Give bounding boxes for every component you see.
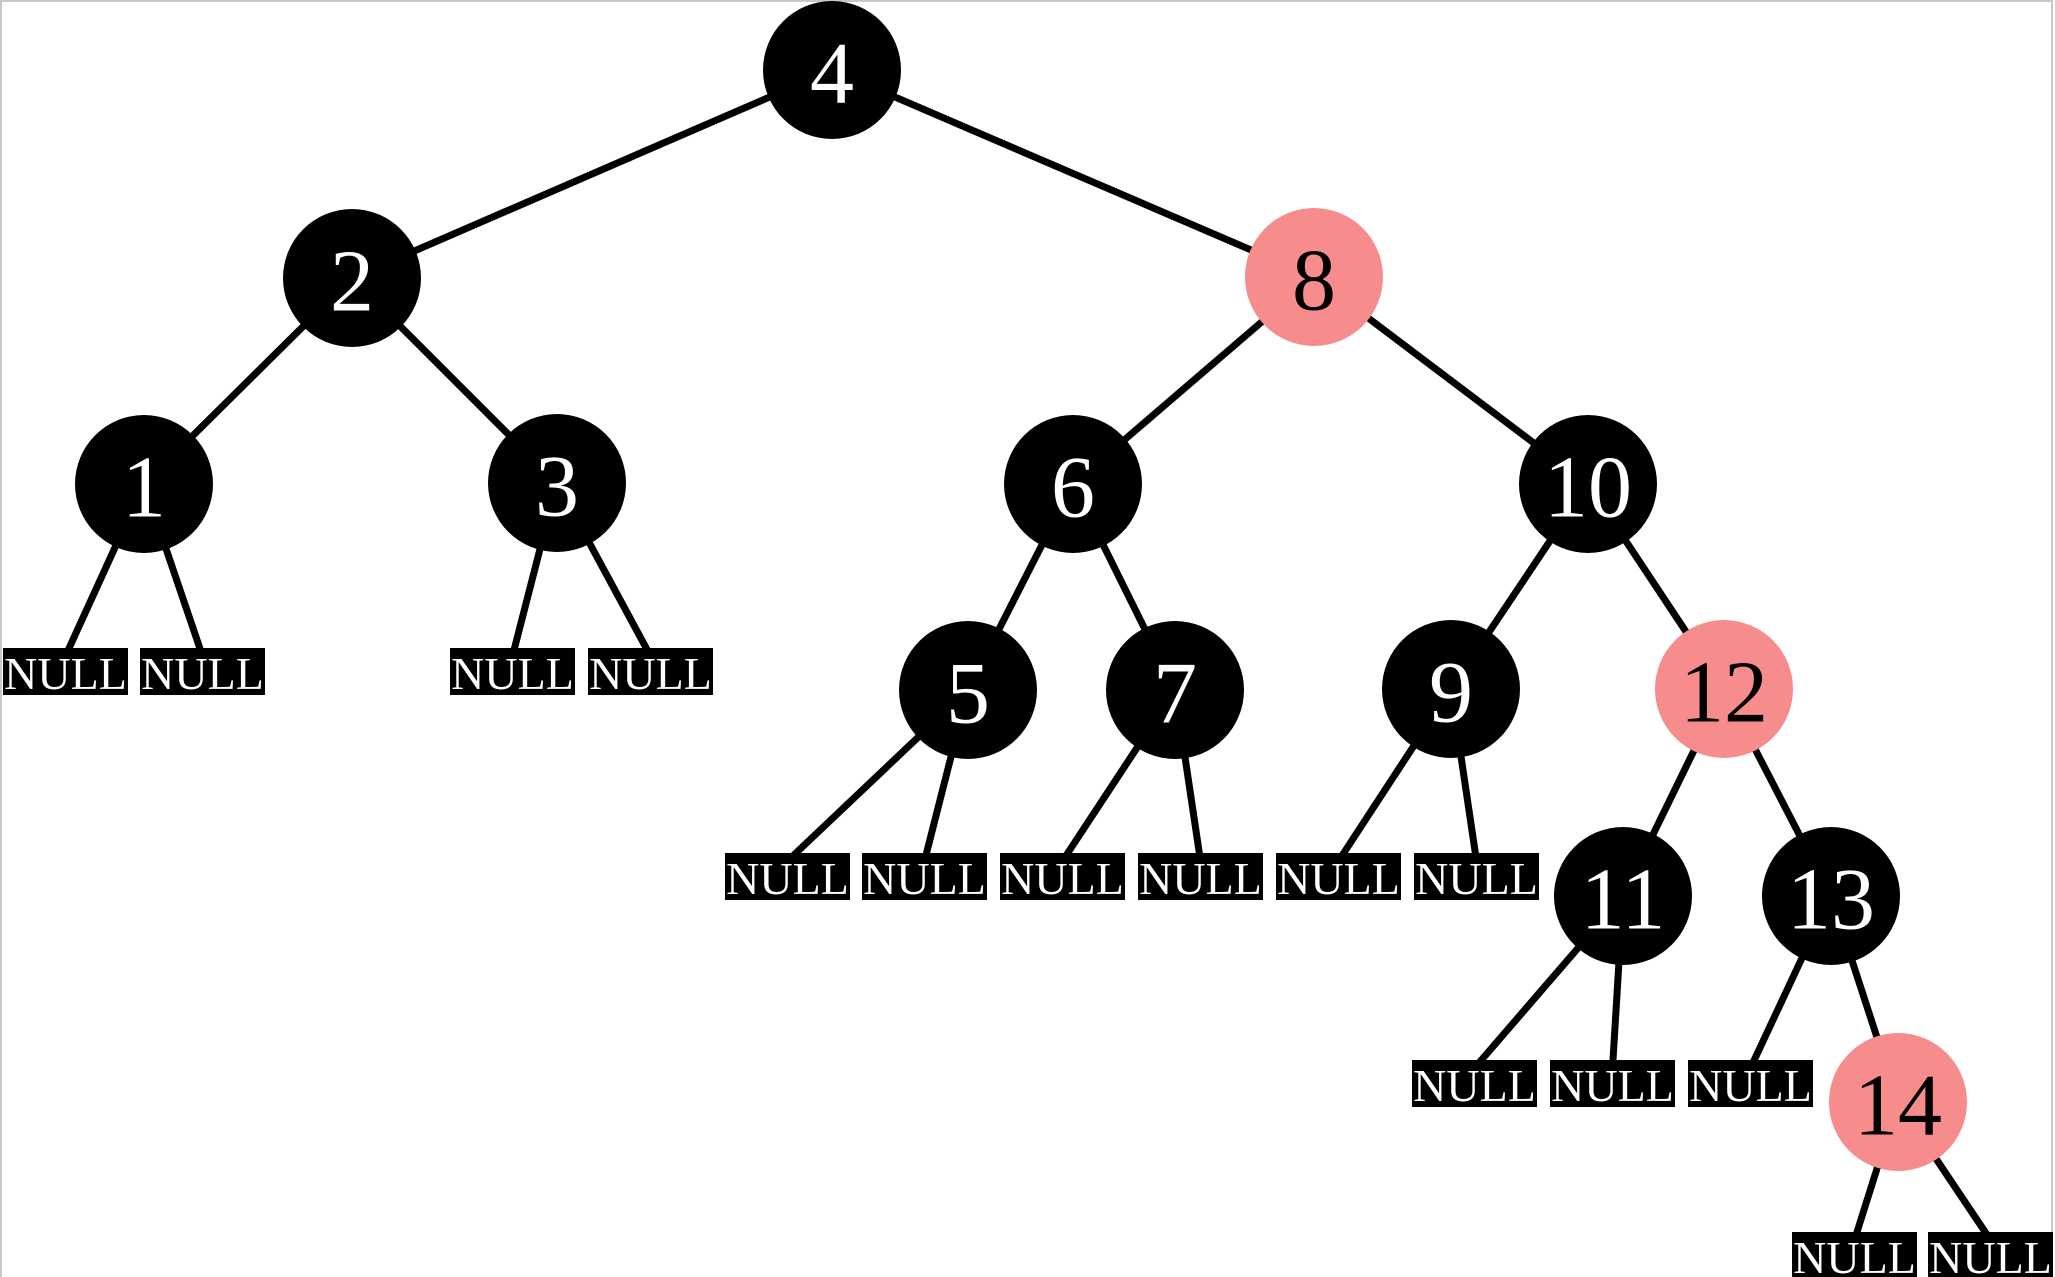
null-leaf-box [1928, 1232, 2053, 1277]
tree-edge-4-2 [350, 66, 834, 282]
null-leaf-label: NULL [1793, 1232, 1916, 1277]
null-leaf-box [1138, 853, 1263, 900]
null-leaf-box [1792, 1232, 1917, 1277]
null-leaf-label: NULL [1415, 853, 1538, 904]
tree-node-label-5: 5 [946, 646, 990, 743]
tree-node-label-12: 12 [1680, 645, 1768, 742]
tree-node-8 [1245, 208, 1383, 346]
null-leaf-box [862, 853, 987, 900]
tree-node-label-4: 4 [810, 26, 854, 123]
tree-node-13 [1762, 827, 1900, 965]
tree-node-label-8: 8 [1292, 233, 1336, 330]
tree-node-5 [899, 621, 1037, 759]
tree-node-6 [1004, 415, 1142, 553]
null-leaf-label: NULL [863, 853, 986, 904]
tree-node-12 [1655, 620, 1793, 758]
tree-node-label-2: 2 [330, 234, 374, 331]
null-leaf-box [1688, 1060, 1813, 1107]
null-leaf-box [1412, 1060, 1537, 1107]
tree-node-label-14: 14 [1854, 1058, 1942, 1155]
tree-node-label-3: 3 [535, 439, 579, 536]
null-leaf-box [1276, 853, 1401, 900]
null-leaf-label: NULL [589, 648, 712, 699]
tree-edge-4-8 [830, 66, 1316, 281]
null-leaf-label: NULL [1413, 1060, 1536, 1111]
tree-node-label-11: 11 [1581, 852, 1666, 949]
tree-node-7 [1106, 621, 1244, 759]
null-leaf-label: NULL [141, 648, 264, 699]
tree-node-2 [283, 209, 421, 347]
tree-node-11 [1554, 827, 1692, 965]
null-leaf-label: NULL [1929, 1232, 2052, 1277]
tree-node-9 [1382, 620, 1520, 758]
tree-node-label-1: 1 [122, 440, 166, 537]
null-leaf-label: NULL [1277, 853, 1400, 904]
null-leaf-box [1550, 1060, 1675, 1107]
null-leaf-box [3, 648, 128, 695]
null-leaf-label: NULL [451, 648, 574, 699]
tree-node-label-13: 13 [1787, 852, 1875, 949]
tree-node-label-10: 10 [1544, 440, 1632, 537]
null-leaf-box [1414, 853, 1539, 900]
null-leaf-label: NULL [1551, 1060, 1674, 1111]
null-leaf-box [1000, 853, 1125, 900]
tree-node-label-9: 9 [1429, 645, 1473, 742]
null-leaf-box [588, 648, 713, 695]
tree-node-label-7: 7 [1153, 646, 1197, 743]
null-leaf-label: NULL [4, 648, 127, 699]
tree-node-14 [1829, 1033, 1967, 1171]
null-leaf-label: NULL [726, 853, 849, 904]
null-leaf-box [725, 853, 850, 900]
null-leaf-label: NULL [1001, 853, 1124, 904]
null-leaf-box [140, 648, 265, 695]
tree-node-10 [1519, 415, 1657, 553]
null-leaf-box [450, 648, 575, 695]
null-leaf-label: NULL [1139, 853, 1262, 904]
null-leaf-label: NULL [1689, 1060, 1812, 1111]
tree-node-1 [75, 415, 213, 553]
tree-node-3 [488, 414, 626, 552]
tree-node-label-6: 6 [1051, 440, 1095, 537]
tree-node-4 [763, 1, 901, 139]
